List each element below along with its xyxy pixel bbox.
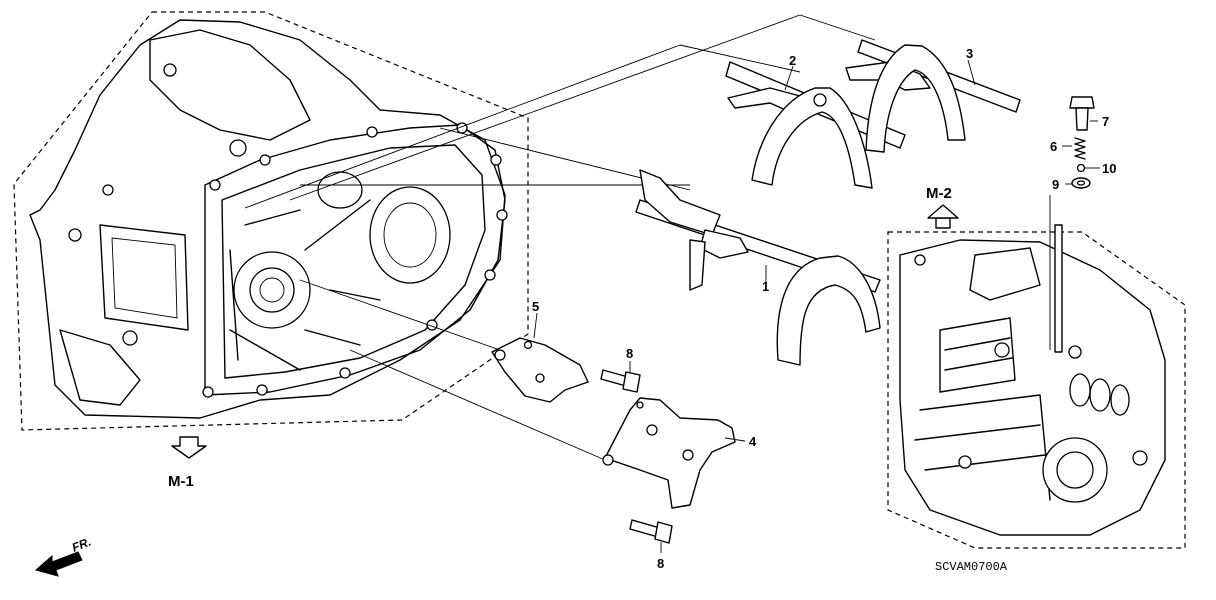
- callout-1: 1: [762, 279, 769, 294]
- fork-1-upper-arm: [639, 169, 721, 236]
- diff-bore-inner: [383, 202, 437, 268]
- transmission-case-group: [887, 224, 1186, 549]
- shift-fork-3: [845, 39, 1021, 153]
- ref-m1: M-1: [168, 473, 194, 490]
- bolt-7: [1069, 96, 1095, 131]
- diff-bore: [369, 186, 451, 284]
- shift-fork-2: [725, 61, 906, 189]
- case-top-cover: [939, 317, 1016, 393]
- diagram-code: SCVAM0700A: [935, 560, 1008, 574]
- callout-10: 10: [1102, 161, 1116, 176]
- callout-8-upper: 8: [626, 346, 633, 361]
- housing-bolt-holes: [68, 63, 508, 398]
- holder-4-hole-b: [646, 424, 658, 436]
- case-lower-ribs: [914, 394, 1051, 501]
- main-bore-seal: [259, 277, 285, 303]
- bolt-8-upper: [600, 369, 641, 393]
- housing-top-detail: [149, 29, 311, 141]
- shift-arm-holder-4: [602, 397, 736, 509]
- case-boss-1: [1069, 373, 1091, 407]
- interlock-bracket-5: [491, 337, 589, 403]
- main-bore-inner: [249, 267, 295, 313]
- fork-2-boss: [813, 93, 827, 107]
- bell-housing-inner: [221, 144, 486, 379]
- m1-down-arrow: [171, 436, 207, 459]
- housing-dashed-boundary: [13, 11, 529, 431]
- bracket-5-hole-c: [523, 340, 533, 350]
- callout-6: 6: [1050, 139, 1057, 154]
- front-direction-label: FR.: [70, 535, 93, 555]
- case-bore-inner: [1056, 451, 1094, 489]
- callout-2: 2: [789, 53, 796, 68]
- fork-2-yoke: [751, 87, 873, 189]
- callout-8-lower: 8: [657, 556, 664, 571]
- case-outline: [899, 239, 1166, 536]
- callout-9: 9: [1052, 177, 1059, 192]
- case-detent-sleeve: [1054, 224, 1063, 353]
- case-bolt-a: [1132, 450, 1148, 466]
- ball-10: [1076, 163, 1086, 173]
- case-top-cover-ribs: [944, 337, 1013, 371]
- fork-1-small-finger: [689, 239, 706, 291]
- housing-side-panel-inner: [111, 237, 178, 319]
- m2-up-arrow: [927, 204, 959, 229]
- callout-4: 4: [749, 434, 757, 449]
- fork-3-yoke: [865, 44, 966, 153]
- bell-housing-rim: [204, 124, 506, 396]
- spring-6: [1074, 137, 1086, 160]
- callout-3: 3: [966, 46, 973, 61]
- housing-ribs: [229, 199, 381, 371]
- case-bolt-b: [958, 455, 972, 469]
- housing-side-panel: [99, 224, 189, 331]
- bracket-5-hole-a: [494, 349, 506, 361]
- fork-1-yoke: [776, 255, 881, 366]
- housing-lower-detail: [59, 329, 141, 406]
- case-boss-3: [1110, 384, 1130, 416]
- transmission-housing-group: [13, 11, 529, 431]
- callout-7: 7: [1102, 114, 1109, 129]
- callout-5: 5: [532, 299, 539, 314]
- washer-9: [1071, 177, 1091, 189]
- case-bolt-d: [994, 342, 1010, 358]
- holder-4-hole-a: [602, 454, 614, 466]
- shift-fork-1: [635, 169, 881, 366]
- case-detent-hole: [1068, 345, 1082, 359]
- holder-4-body: [604, 397, 736, 509]
- bolt-8-lower: [629, 519, 673, 544]
- bracket-5-hole-b: [535, 373, 545, 383]
- holder-4-hole-d: [636, 401, 644, 409]
- front-direction-arrow: [34, 551, 83, 577]
- holder-4-hole-c: [682, 449, 694, 461]
- housing-outline: [29, 19, 506, 419]
- case-bolt-c: [914, 254, 926, 266]
- case-boss-2: [1089, 378, 1111, 412]
- secondary-bore: [317, 171, 363, 209]
- reference-lines: [244, 14, 1051, 461]
- leader-lines: [533, 59, 1100, 553]
- ref-m2: M-2: [926, 185, 952, 202]
- bracket-5-body: [491, 337, 589, 403]
- case-shift-tower: [969, 247, 1041, 301]
